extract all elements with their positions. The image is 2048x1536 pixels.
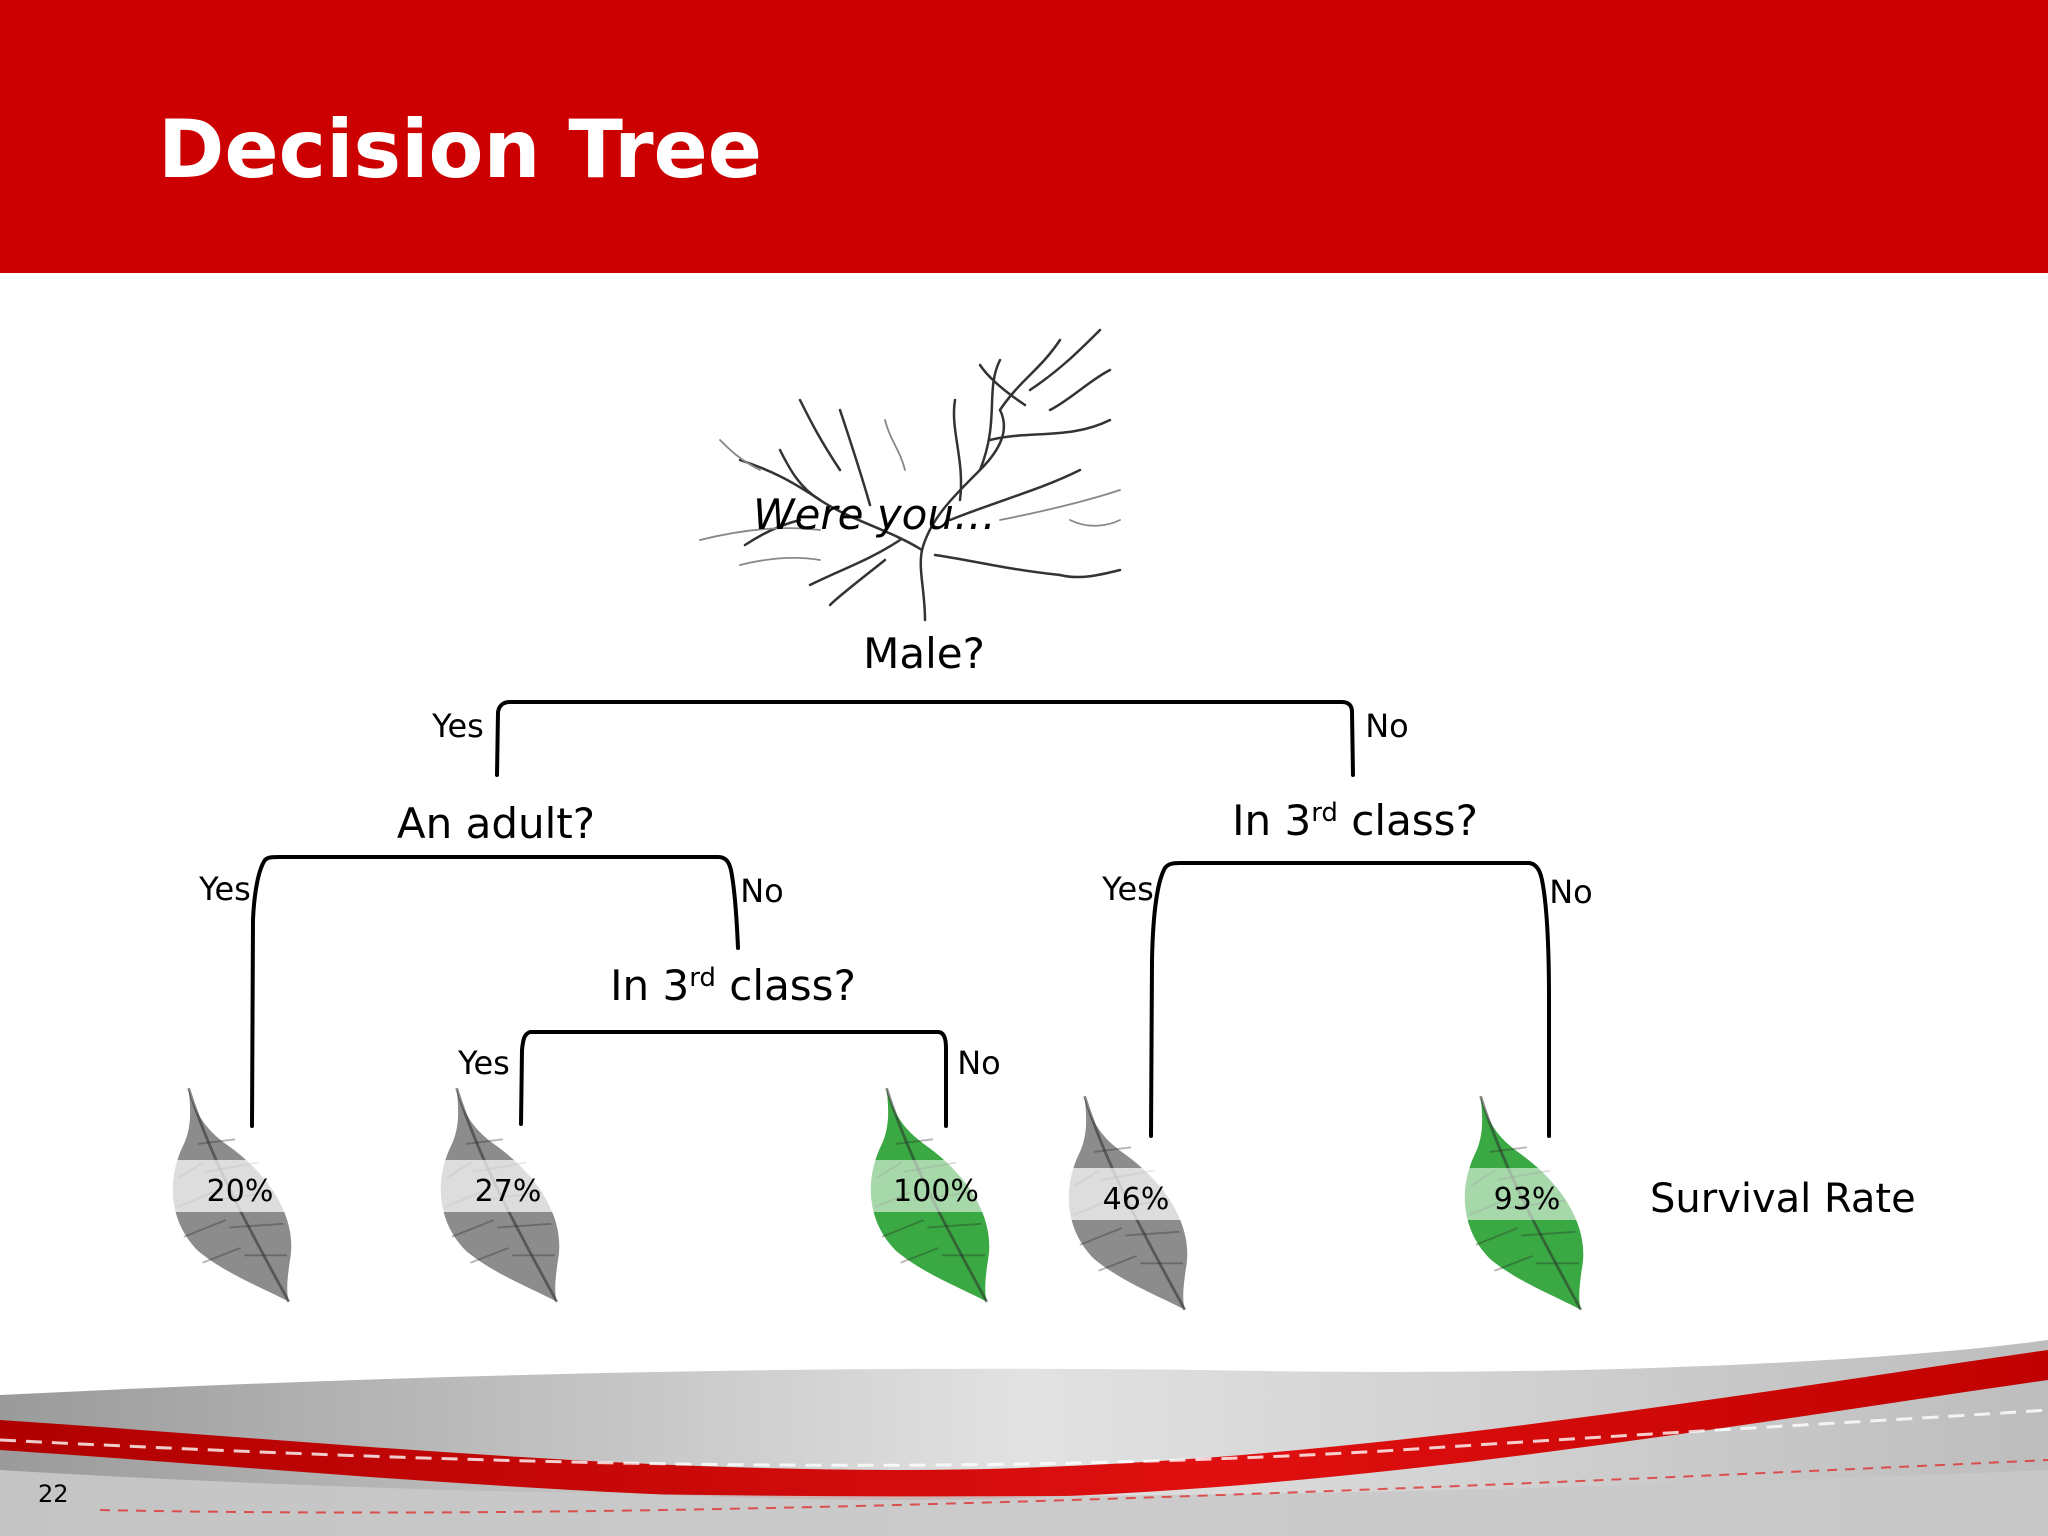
leaf-93-percent: 93% <box>1462 1094 1592 1312</box>
tree-edges <box>250 700 1551 1138</box>
boy-class-question: In 3rd class? <box>610 961 856 1010</box>
slide-title: Decision Tree <box>158 103 763 196</box>
leaf-survival-rate: 46% <box>1103 1182 1170 1217</box>
female-class-yes-label: Yes <box>1101 870 1154 908</box>
male-yes-label: Yes <box>198 870 251 908</box>
root-yes-label: Yes <box>431 707 484 745</box>
leaf-survival-rate: 20% <box>207 1174 274 1209</box>
leaf-survival-rate: 27% <box>475 1174 542 1209</box>
male-question: An adult? <box>397 799 595 848</box>
tree-labels: Male? Yes No An adult? Yes No In 3rd cla… <box>198 629 1593 1082</box>
root-intro-text: Were you… <box>753 490 996 539</box>
female-class-no-label: No <box>1549 873 1593 911</box>
boy-class-yes-label: Yes <box>457 1044 510 1082</box>
title-bar: Decision Tree <box>0 0 2048 273</box>
male-no-label: No <box>740 872 784 910</box>
edge-adult-split <box>250 855 740 1128</box>
female-class-question: In 3rd class? <box>1232 796 1478 845</box>
leaf-100-percent: 100% <box>868 1086 998 1304</box>
leaf-27-percent: 27% <box>438 1086 568 1304</box>
survival-rate-caption: Survival Rate <box>1650 1176 1916 1222</box>
page-number: 22 <box>38 1480 69 1508</box>
leaf-survival-rate: 93% <box>1494 1182 1561 1217</box>
leaf-20-percent: 20% <box>170 1086 300 1304</box>
footer-swoosh <box>0 1340 2048 1536</box>
tree-sketch-icon: Were you… <box>699 328 1122 622</box>
edge-root-split <box>495 700 1355 777</box>
edge-boy-class-split <box>519 1030 948 1128</box>
leaf-46-percent: 46% <box>1066 1094 1196 1312</box>
leaf-survival-rate: 100% <box>893 1174 979 1209</box>
edge-female-class-split <box>1149 861 1551 1138</box>
boy-class-no-label: No <box>957 1044 1001 1082</box>
root-question: Male? <box>863 629 985 678</box>
root-no-label: No <box>1365 707 1409 745</box>
